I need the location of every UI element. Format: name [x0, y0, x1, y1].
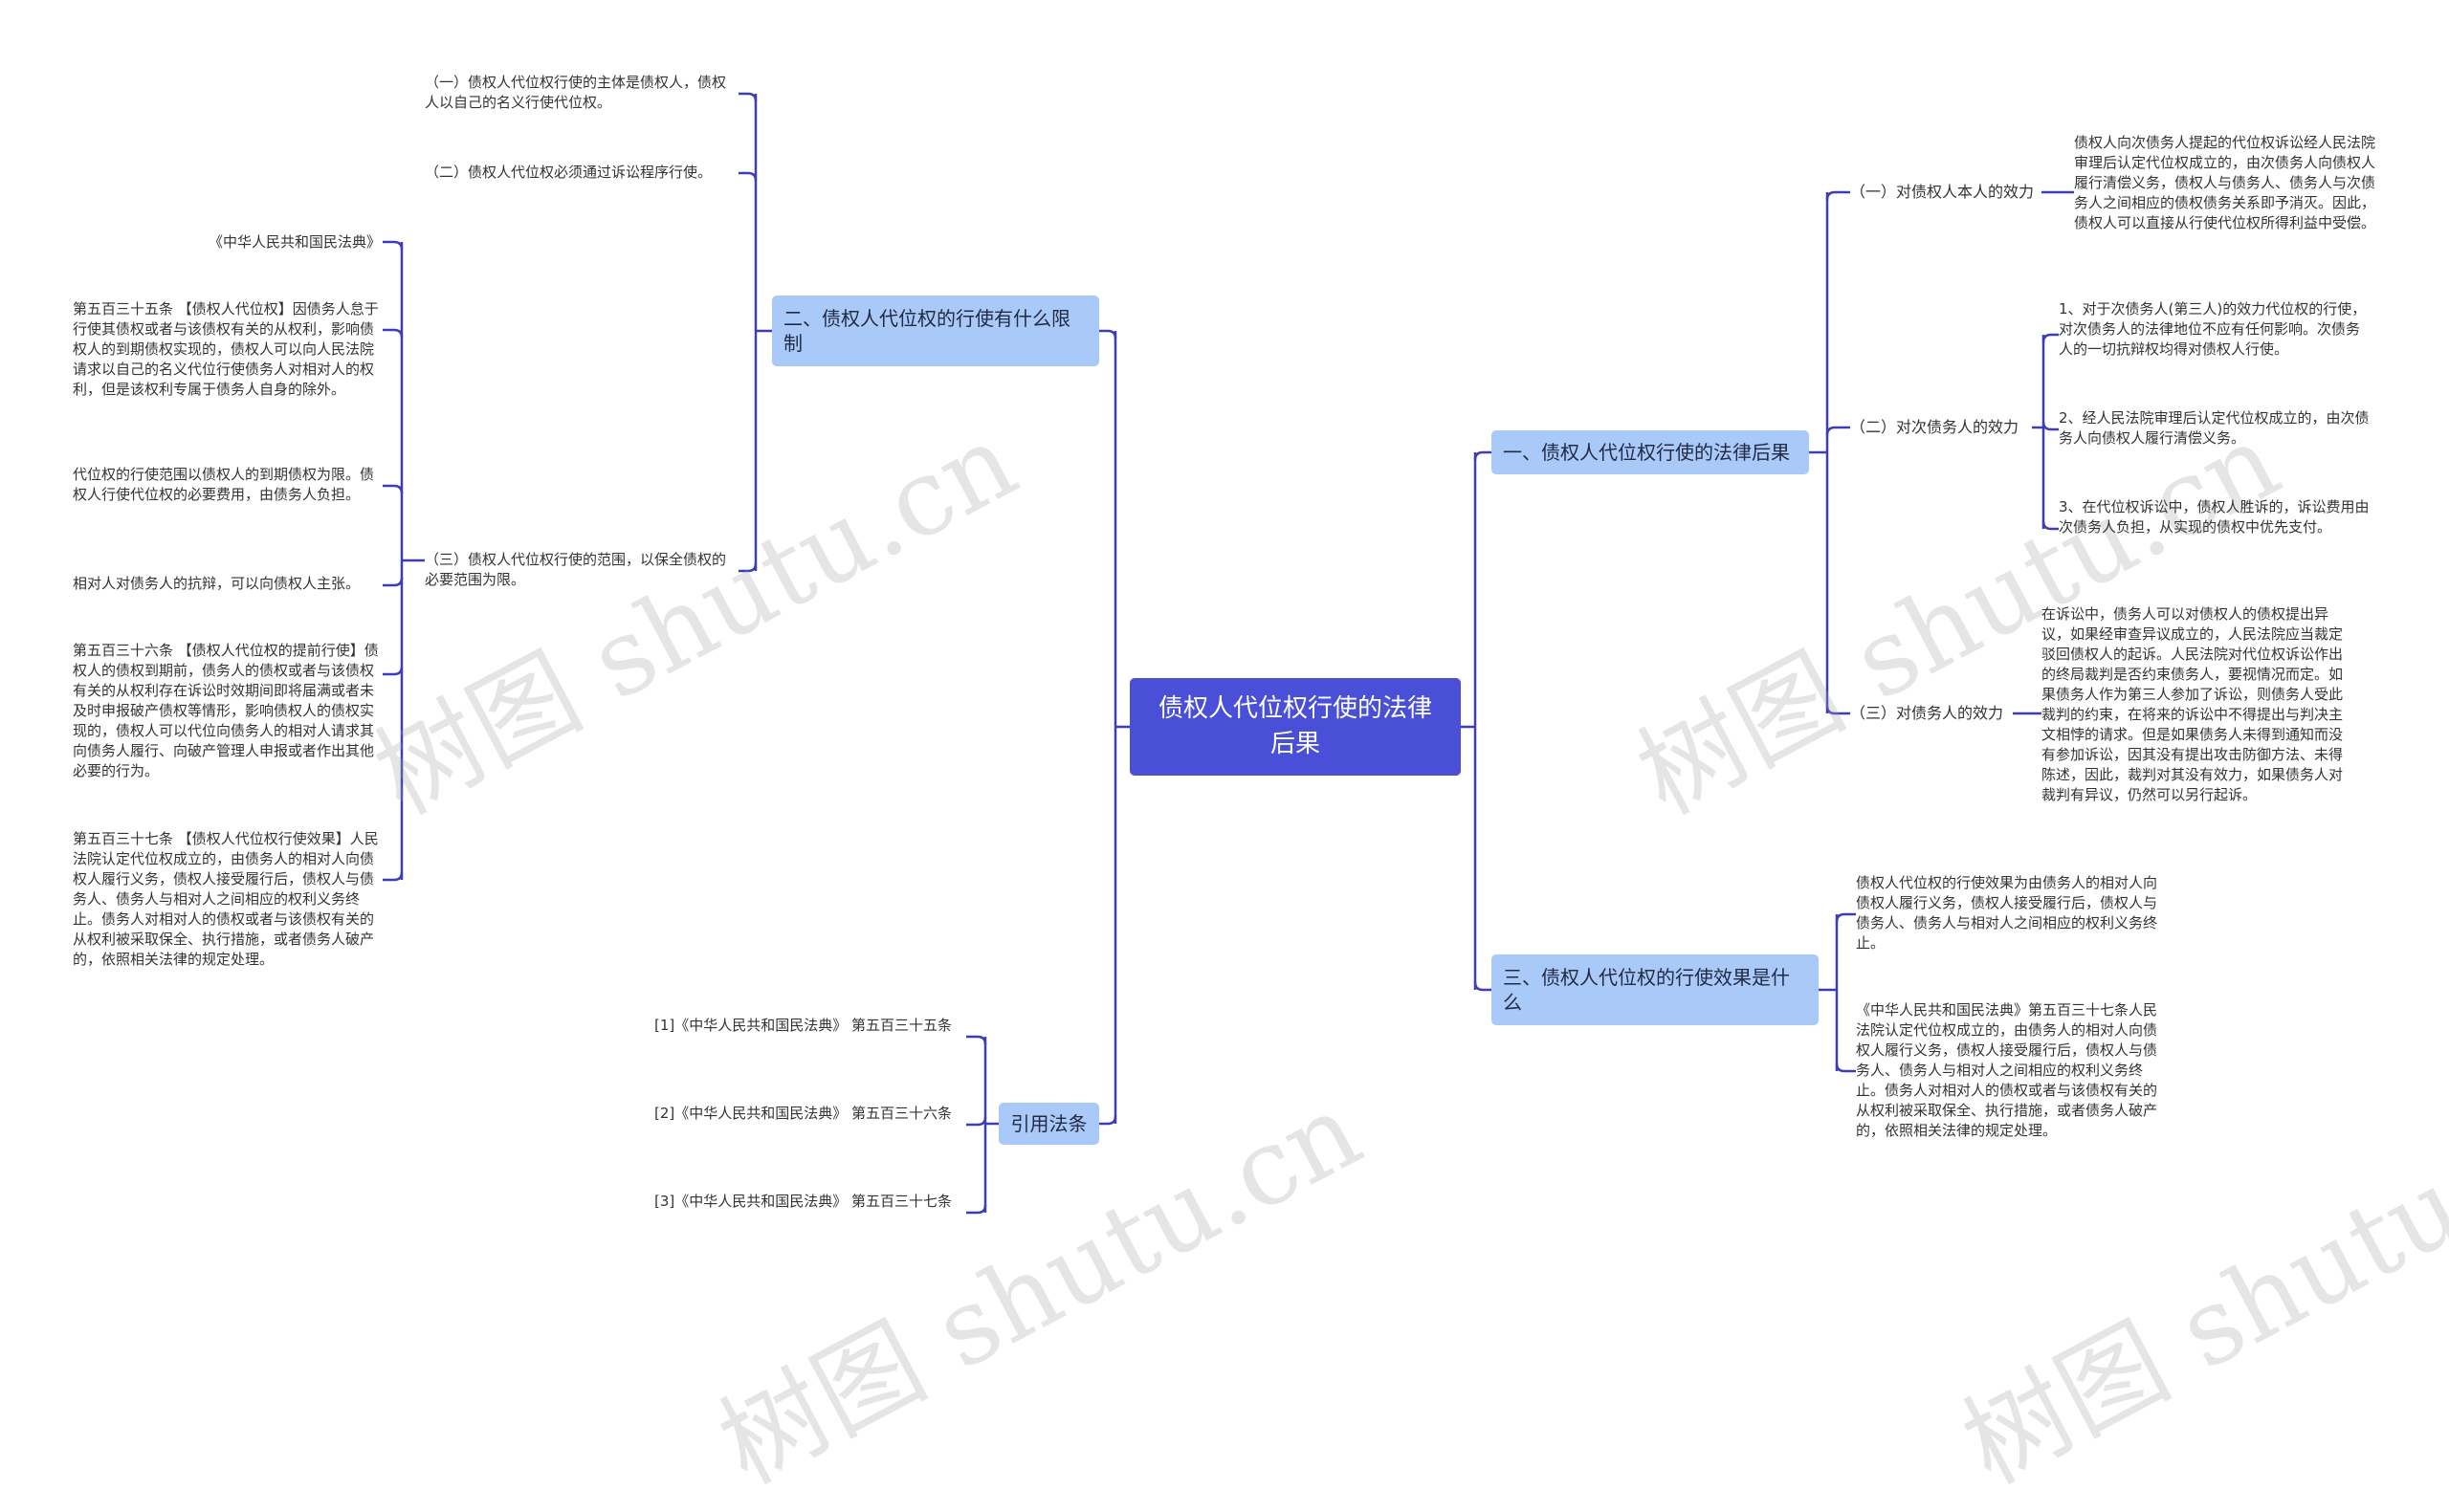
- branch-references[interactable]: 引用法条: [999, 1103, 1099, 1145]
- branch-limits[interactable]: 二、债权人代位权的行使有什么限制: [772, 296, 1099, 366]
- sub-topic-sub-debtor[interactable]: （二）对次债务人的效力: [1850, 418, 2019, 436]
- connector-line: [1825, 705, 1850, 715]
- branch-consequences[interactable]: 一、债权人代位权行使的法律后果: [1491, 430, 1809, 474]
- connector-line: [1099, 329, 1117, 340]
- limit-item: （三）债权人代位权行使的范围，以保全债权的必要范围为限。: [425, 551, 727, 588]
- connector-line: [1473, 981, 1491, 992]
- connector-line: [739, 562, 758, 573]
- limit-item: （一）债权人代位权行使的主体是债权人，债权人以自己的名义行使代位权。: [425, 74, 727, 111]
- connector-line: [1825, 426, 1850, 436]
- connector-line: [383, 328, 404, 339]
- connector-line: [383, 240, 404, 251]
- effect-item: 债权人代位权的行使效果为由债务人的相对人向债权人履行义务，债权人接受履行后，债权…: [1856, 874, 2158, 952]
- detail-text: 2、经人民法院审理后认定代位权成立的，由次债务人向债权人履行清偿义务。: [2059, 409, 2370, 447]
- law-note: 《中华人民共和国民法典》: [208, 233, 381, 251]
- reference-item: [1]《中华人民共和国民法典》 第五百三十五条: [654, 1017, 953, 1034]
- detail-text: 债权人向次债务人提起的代位权诉讼经人民法院审理后认定代位权成立的，由次债务人向债…: [2074, 134, 2376, 231]
- law-note: 第五百三十五条 【债权人代位权】因债务人怠于行使其债权或者与该债权有关的从权利，…: [73, 300, 379, 398]
- connector-line: [383, 871, 404, 882]
- reference-item: [2]《中华人民共和国民法典》 第五百三十六条: [654, 1105, 953, 1122]
- law-note: 相对人对债务人的抗辩，可以向债权人主张。: [73, 575, 361, 592]
- reference-item: [3]《中华人民共和国民法典》 第五百三十七条: [654, 1193, 953, 1210]
- connector-line: [383, 666, 404, 676]
- law-note: 第五百三十六条 【债权人代位权的提前行使】债权人的债权到期前，债务人的债权或者与…: [73, 642, 379, 779]
- limit-item: （二）债权人代位权必须通过诉讼程序行使。: [425, 164, 713, 181]
- root-topic[interactable]: 债权人代位权行使的法律后果: [1130, 678, 1461, 776]
- watermark: 树图 shutu.cn: [356, 399, 1035, 838]
- connector-line: [1099, 1115, 1117, 1126]
- law-note: 代位权的行使范围以债权人的到期债权为限。债权人行使代位权的必要费用，由债务人负担…: [73, 466, 375, 503]
- connector-line: [1825, 190, 1850, 201]
- connector-line: [1835, 912, 1856, 923]
- connector-line: [739, 171, 758, 182]
- sub-topic-creditor[interactable]: （一）对债权人本人的效力: [1850, 183, 2035, 201]
- connector-line: [1835, 1063, 1856, 1073]
- detail-text: 3、在代位权诉讼中，债权人胜诉的，诉讼费用由次债务人负担，从实现的债权中优先支付…: [2059, 498, 2370, 536]
- law-note: 第五百三十七条 【债权人代位权行使效果】人民法院认定代位权成立的，由债务人的相对…: [73, 830, 379, 968]
- connector-line: [2041, 333, 2059, 343]
- connector-line: [1473, 450, 1491, 461]
- detail-text: 1、对于次债务人(第三人)的效力代位权的行使，对次债务人的法律地位不应有任何影响…: [2059, 300, 2367, 358]
- connector-line: [2041, 520, 2059, 531]
- branch-effects[interactable]: 三、债权人代位权的行使效果是什么: [1491, 954, 1819, 1025]
- connector-line: [966, 1116, 987, 1127]
- connector-line: [2041, 421, 2059, 431]
- connector-line: [383, 577, 404, 587]
- connector-line: [966, 1204, 987, 1215]
- connector-line: [966, 1035, 987, 1045]
- connector-line: [383, 484, 404, 494]
- sub-topic-debtor[interactable]: （三）对债务人的效力: [1850, 704, 2004, 722]
- effect-item: 《中华人民共和国民法典》第五百三十七条人民法院认定代位权成立的，由债务人的相对人…: [1856, 1001, 2158, 1139]
- connector-line: [739, 92, 758, 102]
- mindmap-canvas: 树图 shutu.cn 树图 shutu.cn 树图 shutu.cn 树图 s…: [73, 74, 2449, 1507]
- detail-text: 在诉讼中，债务人可以对债权人的债权提出异议，如果经审查异议成立的，人民法院应当裁…: [2041, 605, 2344, 803]
